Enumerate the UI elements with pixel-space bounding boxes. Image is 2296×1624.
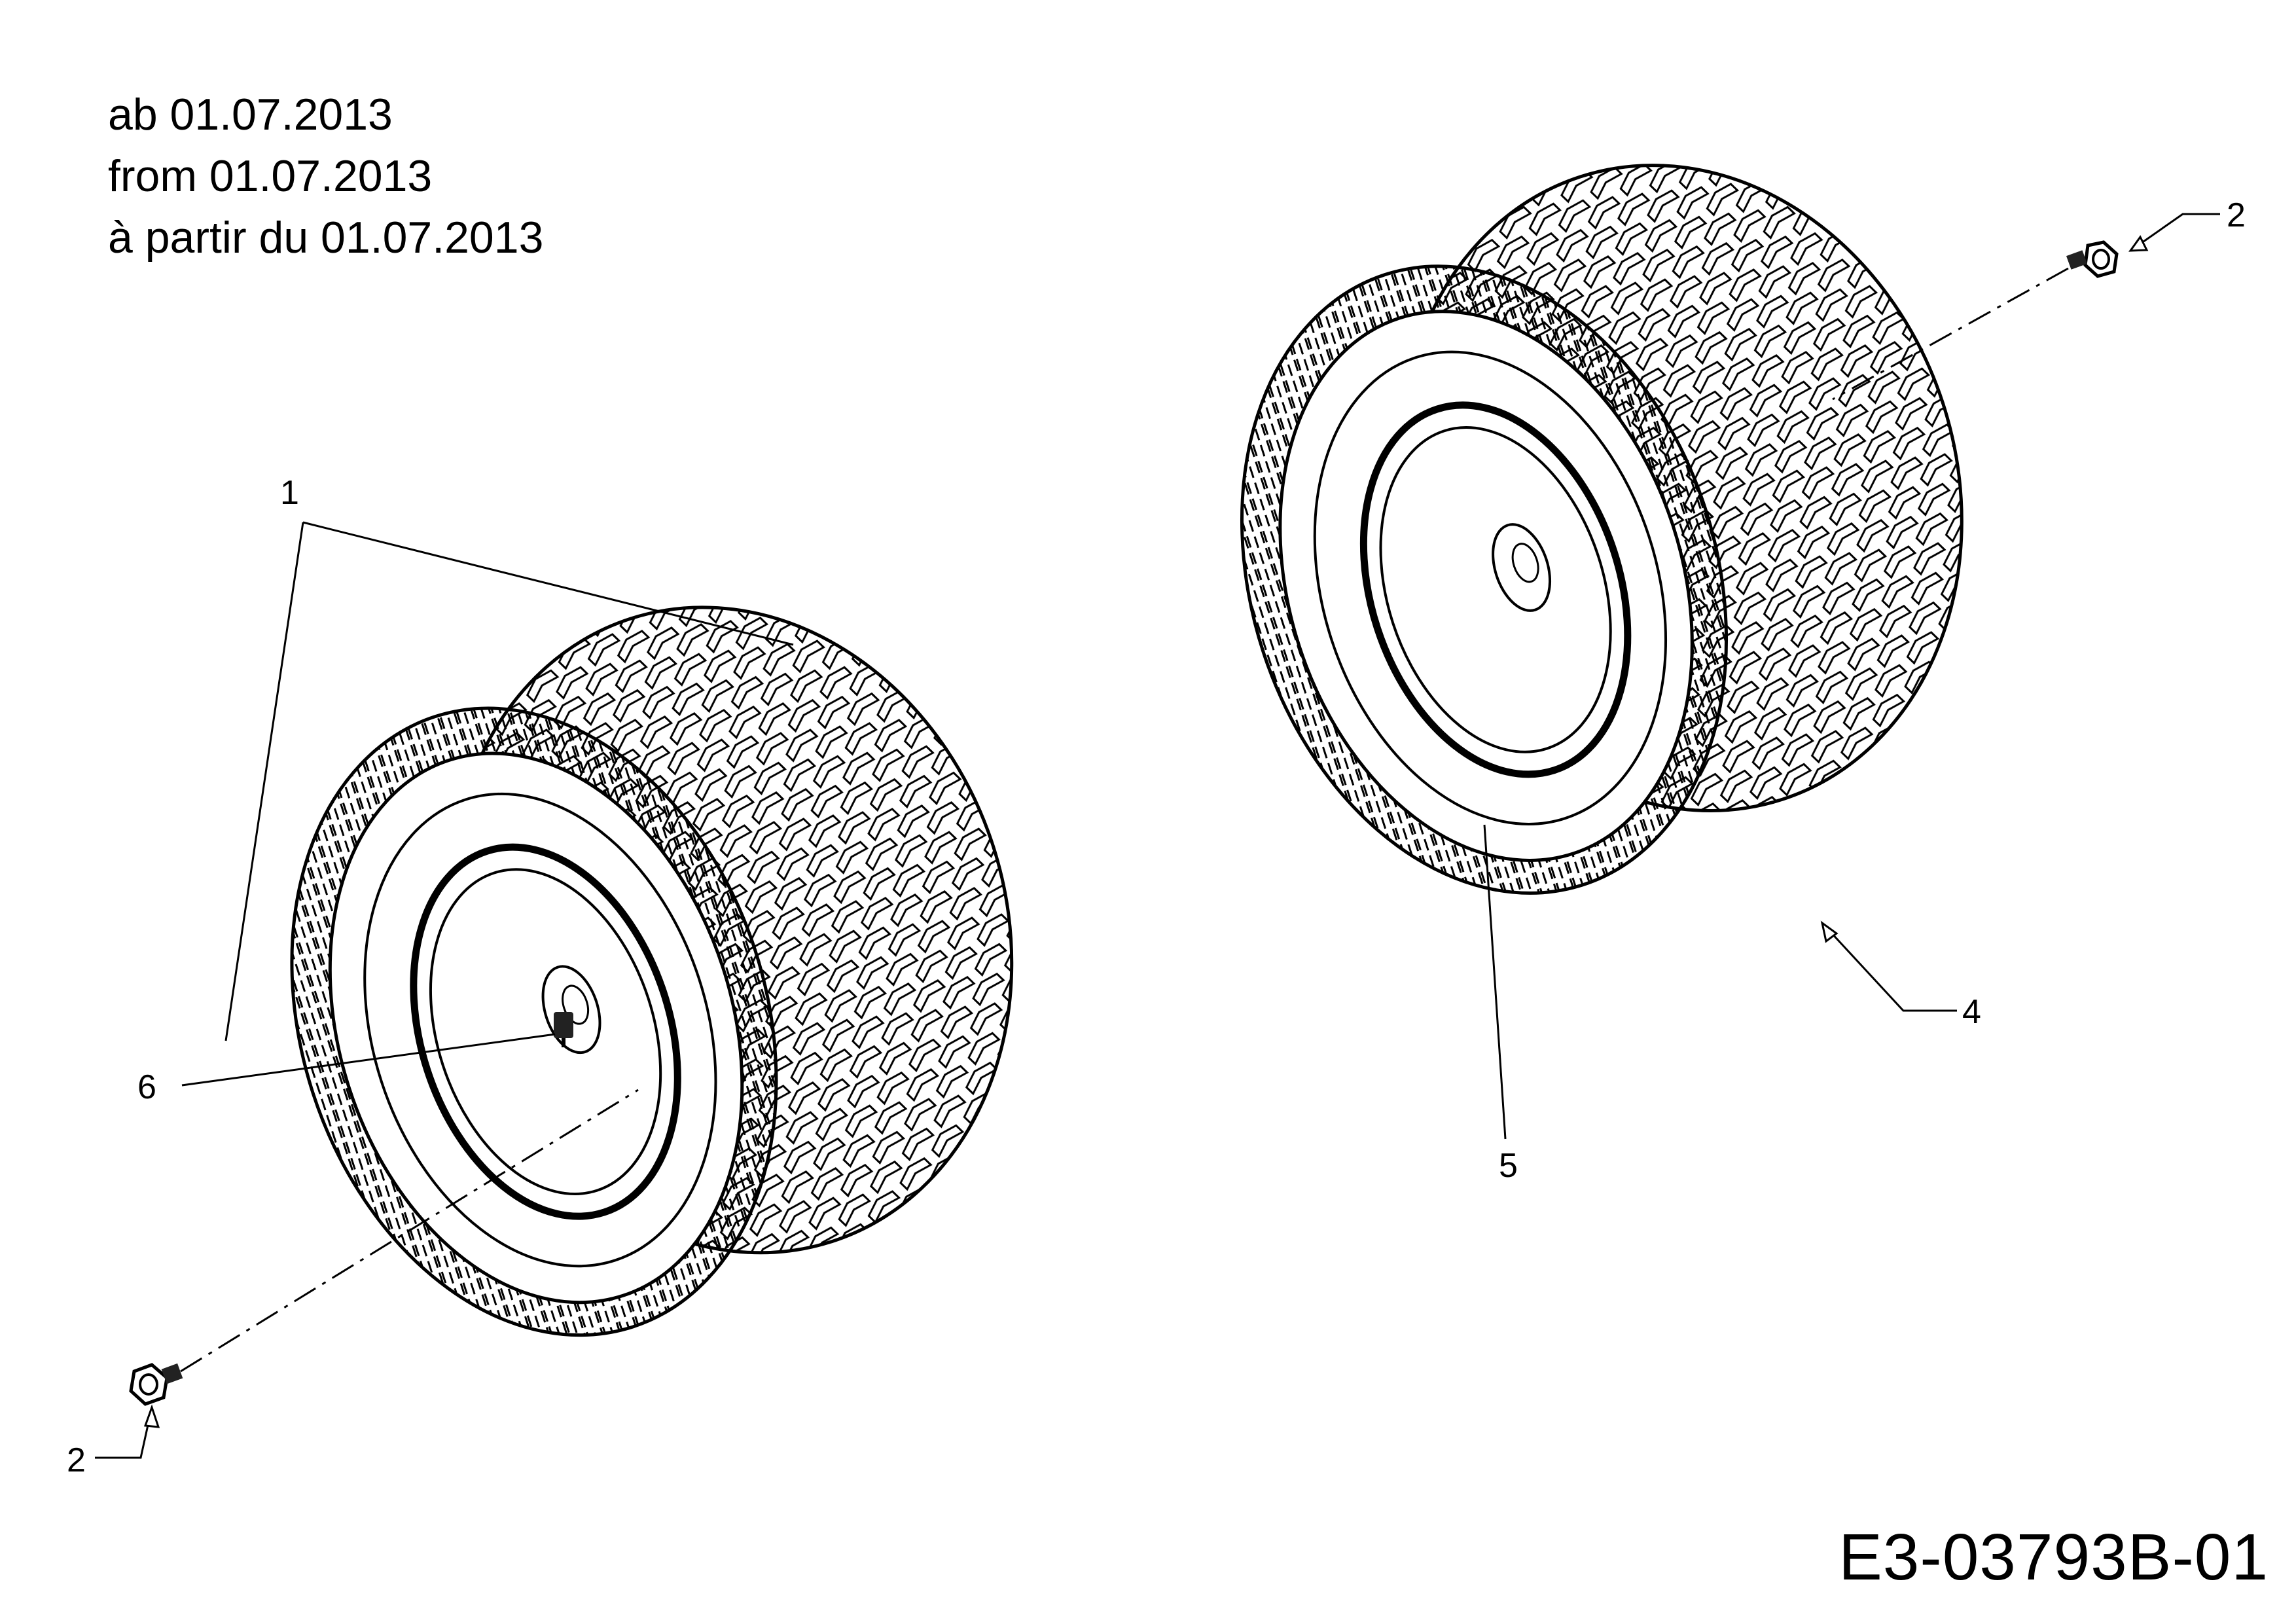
left-wheel (290, 605, 1014, 1337)
validity-line-fr: à partir du 01.07.2013 (108, 213, 544, 262)
left-rim (410, 843, 681, 1220)
callout-2-right: 2 (2227, 196, 2246, 234)
callout-5: 5 (1499, 1147, 1518, 1185)
callout-6: 6 (137, 1068, 156, 1106)
bolt-left-icon (129, 1363, 183, 1406)
validity-header: ab 01.07.2013 from 01.07.2013 à partir d… (108, 84, 543, 268)
document-id: E3-03793B-01 (1839, 1521, 2269, 1594)
validity-line-de: ab 01.07.2013 (108, 90, 393, 139)
right-wheel (1240, 164, 1964, 895)
leader-lines (95, 213, 2220, 1459)
bolt-right-icon (2066, 240, 2119, 278)
callout-1: 1 (280, 474, 299, 512)
callout-4: 4 (1962, 993, 1981, 1031)
leader-arrowheads (143, 235, 2149, 1428)
callout-2-left: 2 (67, 1441, 86, 1479)
valve-stem-icon (554, 1012, 573, 1047)
validity-line-en: from 01.07.2013 (108, 151, 433, 201)
axis-lines (180, 267, 2069, 1373)
right-hub (1492, 523, 1552, 612)
right-rim (1359, 401, 1632, 778)
